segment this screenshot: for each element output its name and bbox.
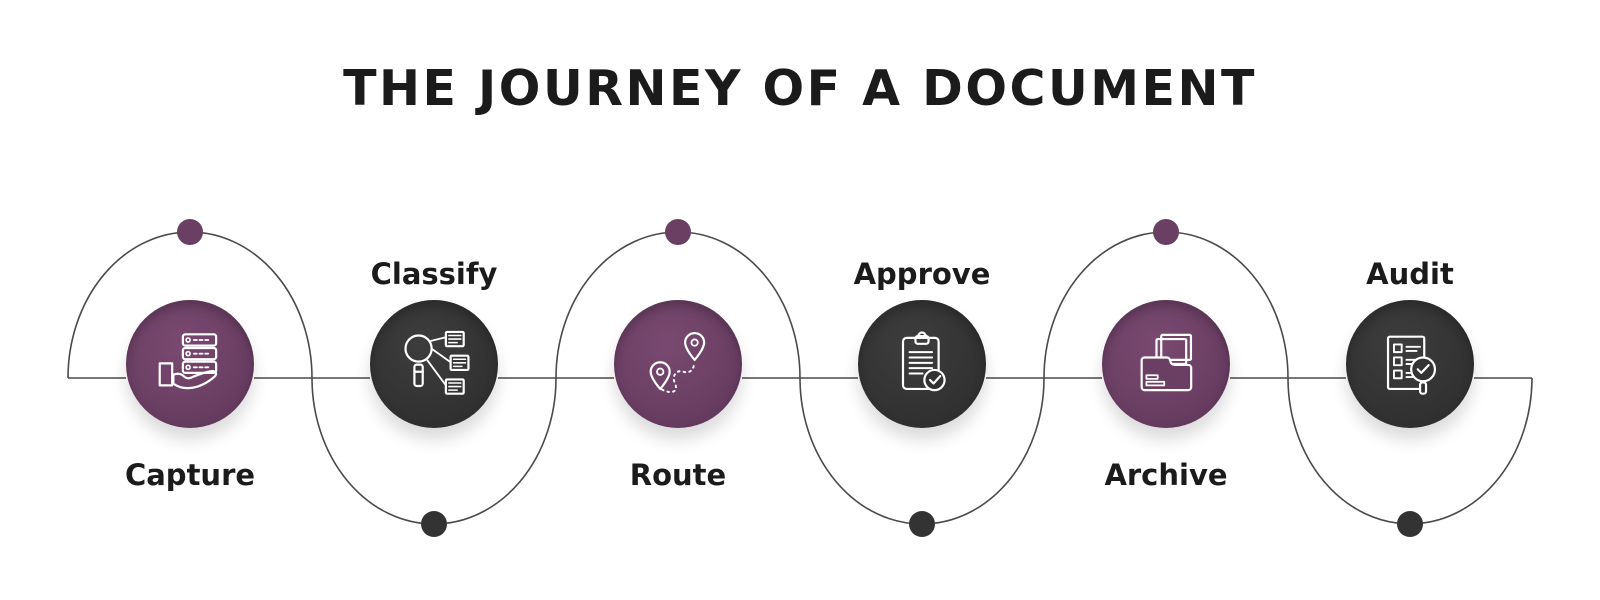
- step-circle-classify: [370, 300, 498, 428]
- step-label-capture: Capture: [124, 458, 256, 492]
- step-circle-archive: [1102, 300, 1230, 428]
- apex-dot-archive: [1153, 219, 1179, 245]
- map-pins-path-icon: [640, 326, 716, 402]
- apex-dot-audit: [1397, 511, 1423, 537]
- folder-documents-icon: [1128, 326, 1204, 402]
- step-label-classify: Classify: [370, 257, 498, 291]
- step-circle-capture: [126, 300, 254, 428]
- step-circle-audit: [1346, 300, 1474, 428]
- apex-dot-capture: [177, 219, 203, 245]
- clipboard-check-icon: [884, 326, 960, 402]
- timeline-serpentine-path: [67, 231, 1533, 525]
- step-label-audit: Audit: [1366, 257, 1454, 291]
- step-capture: Capture: [80, 0, 300, 600]
- step-route: Route: [568, 0, 788, 600]
- apex-dot-classify: [421, 511, 447, 537]
- magnifier-categories-icon: [396, 326, 472, 402]
- apex-dot-approve: [909, 511, 935, 537]
- apex-dot-route: [665, 219, 691, 245]
- step-audit: Audit: [1300, 0, 1520, 600]
- step-label-route: Route: [629, 458, 727, 492]
- step-classify: Classify: [324, 0, 544, 600]
- step-label-approve: Approve: [853, 257, 991, 291]
- page-title: THE JOURNEY OF A DOCUMENT: [343, 60, 1257, 117]
- step-circle-route: [614, 300, 742, 428]
- step-circle-approve: [858, 300, 986, 428]
- step-approve: Approve: [812, 0, 1032, 600]
- step-label-archive: Archive: [1104, 458, 1228, 492]
- checklist-magnifier-icon: [1372, 326, 1448, 402]
- hand-receiving-data-icon: [152, 326, 228, 402]
- step-archive: Archive: [1056, 0, 1276, 600]
